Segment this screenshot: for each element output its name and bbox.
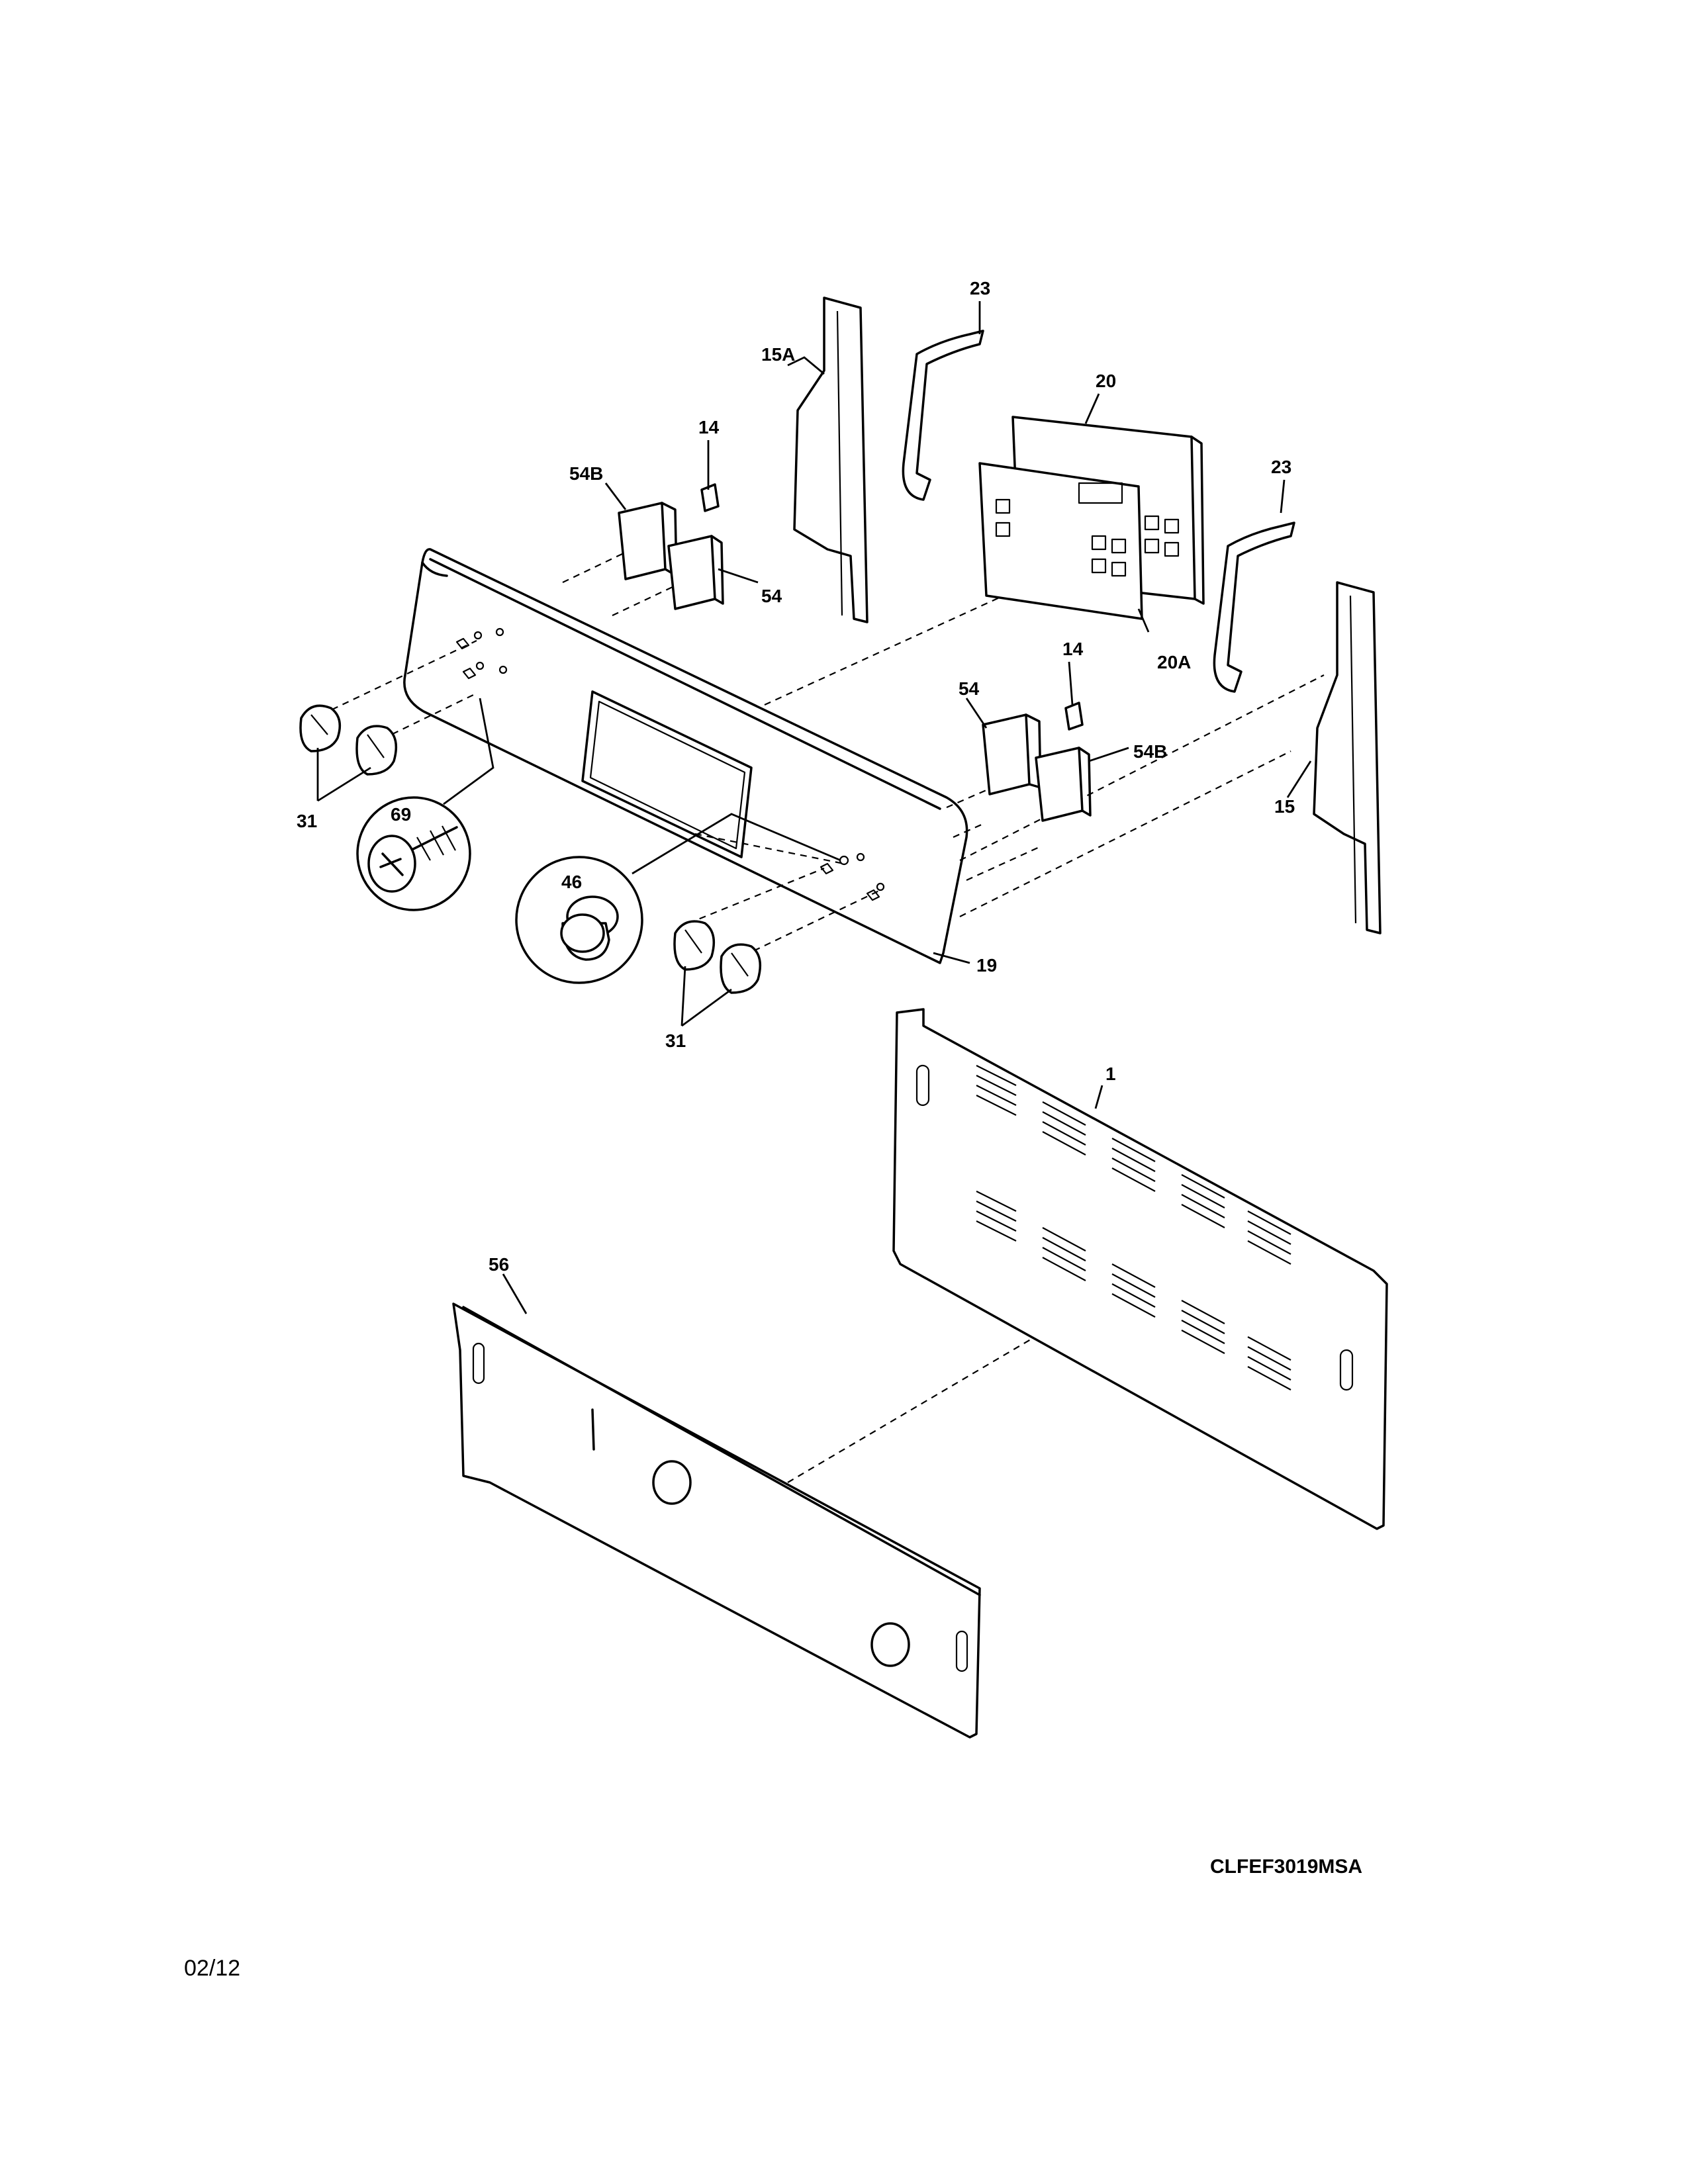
callout-23a: 23 <box>970 278 990 298</box>
callout-46: 46 <box>561 872 582 892</box>
callout-labels: 15A 23 20 23 14 54B 54 20A 14 54 54B 15 … <box>297 278 1295 1275</box>
right-switches <box>982 702 1092 822</box>
button-detail <box>515 813 841 984</box>
model-code: CLFEF3019MSA <box>1210 1856 1363 1878</box>
leader-lines <box>316 301 1312 1314</box>
left-switches <box>618 483 724 610</box>
callout-19: 19 <box>976 955 997 976</box>
callout-15a: 15A <box>761 344 795 365</box>
callout-54b: 54 <box>959 678 980 699</box>
back-panel <box>892 1008 1388 1530</box>
callout-14a: 14 <box>698 417 720 437</box>
clock-assembly <box>978 416 1205 620</box>
callout-20: 20 <box>1096 371 1116 391</box>
callout-31a: 31 <box>297 811 317 831</box>
date-code: 02/12 <box>184 1956 241 1981</box>
side-bracket-left <box>793 296 868 623</box>
callout-23b: 23 <box>1271 457 1291 477</box>
callout-54bb: 54B <box>1133 741 1167 762</box>
callout-54ba: 54B <box>569 463 603 484</box>
screw-detail <box>356 698 494 911</box>
assembly-lines <box>320 545 1325 1483</box>
callout-14b: 14 <box>1062 639 1084 659</box>
callout-69: 69 <box>391 804 411 825</box>
callout-20a: 20A <box>1157 652 1191 672</box>
callout-31b: 31 <box>665 1030 686 1051</box>
knob-group-right <box>673 920 762 994</box>
lower-panel <box>452 1302 981 1739</box>
end-caps <box>902 330 1295 693</box>
knob-group-left <box>299 704 398 776</box>
callout-56: 56 <box>489 1254 509 1275</box>
control-panel <box>403 548 968 964</box>
side-bracket-right <box>1313 581 1382 934</box>
callout-1: 1 <box>1105 1064 1116 1084</box>
callout-54a: 54 <box>761 586 782 606</box>
callout-15: 15 <box>1274 796 1295 817</box>
